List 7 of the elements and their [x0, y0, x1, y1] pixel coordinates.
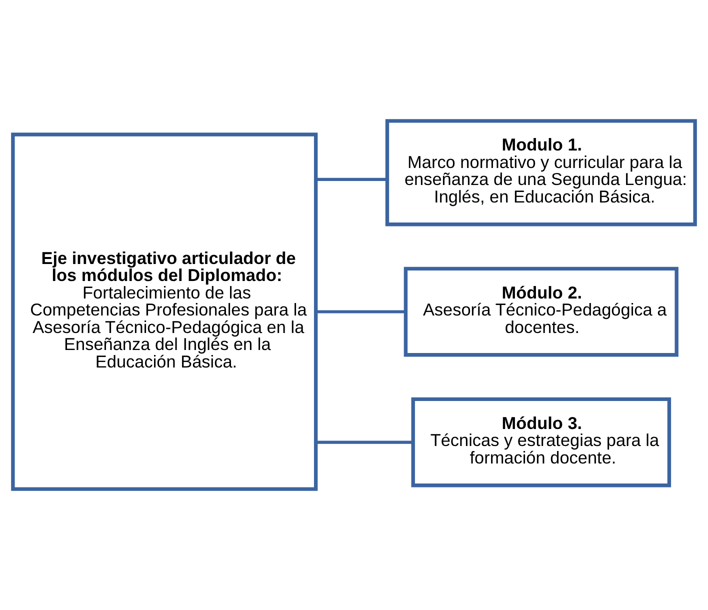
node-box: Módulo 3. Técnicas y estrategias para la formación docente.: [411, 397, 672, 488]
connector: [316, 440, 413, 444]
connector: [316, 310, 406, 314]
node-box: Módulo 2. Asesoría Técnico-Pedagógica a docentes.: [404, 266, 678, 357]
connector: [316, 178, 387, 181]
node-box: Modulo 1. Marco normativo y curricular para la enseñanza de una Segunda Lengua: Inglés, en Educación Básica.: [385, 119, 697, 226]
node-box: Eje investigativo articulador de los módulos del Diplomado: Fortalecimiento de las Competencias Profesionales para la Asesoría Técnico-Pedagógica en la Enseñanza del Inglés en la Educación Básica.: [11, 132, 318, 491]
